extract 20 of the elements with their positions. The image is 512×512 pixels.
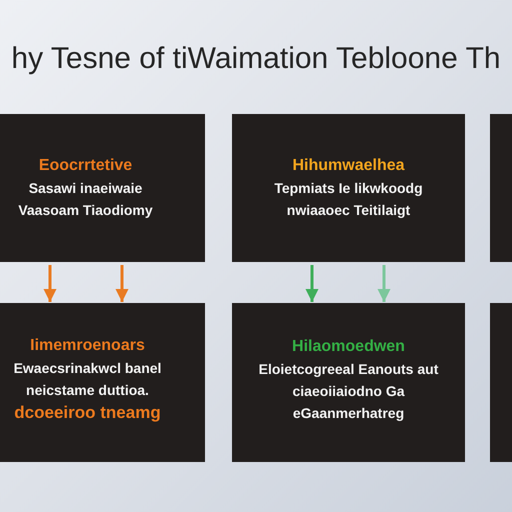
info-card <box>490 114 512 262</box>
card-heading: Iimemroenoars <box>30 336 145 356</box>
card-heading: Hilaomoedwen <box>292 336 405 356</box>
card-heading: Eoocrrtetive <box>38 156 132 176</box>
card-text: Eloietcogreeal Eanouts aut ciaeoiiaiodno Ga eGaanmerhatreg <box>258 360 440 423</box>
card-heading: Hihumwaelhea <box>292 156 405 176</box>
arrow <box>44 265 56 302</box>
card-text: dcoeeiroo tneamg <box>14 402 161 424</box>
card-text: Tepmiats Ie likwkoodg nwiaaoec Teitilaigt <box>273 179 424 220</box>
diagram-title: hy Tesne of tiWaimation Tebloone Th <box>10 41 502 77</box>
arrow <box>306 265 318 302</box>
info-card <box>232 303 465 462</box>
info-card <box>0 114 205 262</box>
info-card <box>232 114 465 262</box>
arrow <box>378 265 390 302</box>
info-card <box>490 303 512 462</box>
card-text: Sasawi inaeiwaie Vaasoam Tiaodiomy <box>17 179 154 220</box>
arrow <box>116 265 128 302</box>
info-card <box>0 303 205 462</box>
card-text: Ewaecsrinakwcl banel neicstame duttioa. <box>12 358 162 400</box>
